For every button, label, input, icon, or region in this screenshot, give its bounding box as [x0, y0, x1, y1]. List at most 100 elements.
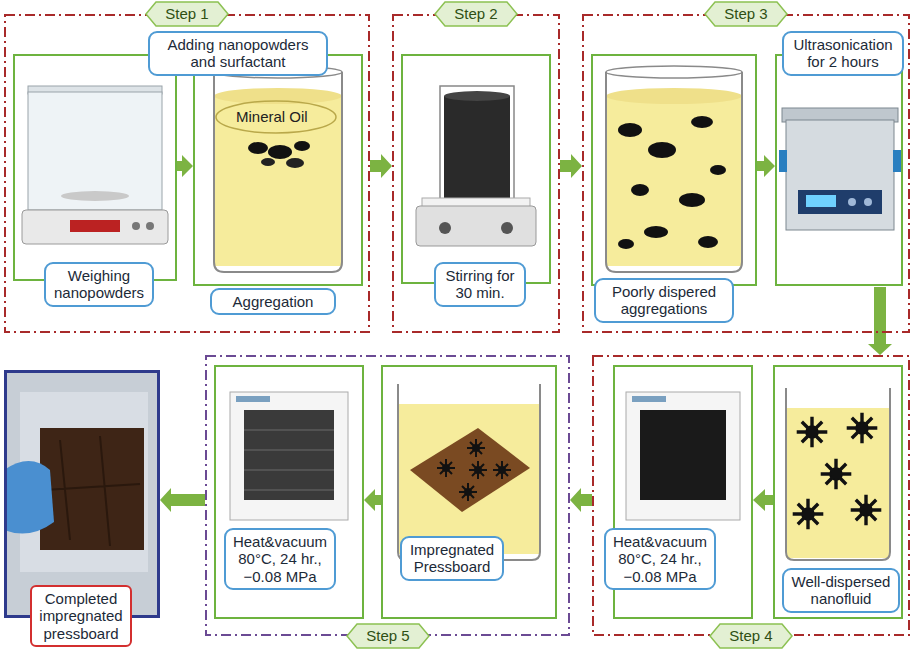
mineral-oil — [606, 96, 742, 266]
bath-button — [864, 198, 872, 206]
aggregate — [648, 142, 676, 158]
callout-text: Poorly dispered aggregations — [612, 283, 716, 317]
beaker-rim — [606, 66, 742, 78]
dash-dot-outline — [593, 356, 909, 635]
photo-frame — [14, 55, 176, 280]
step-group: Step 3Poorly dispered aggregationsUltras… — [582, 14, 910, 333]
pressboard-sample — [40, 428, 144, 550]
photo-frame — [402, 55, 550, 283]
stirrer-knob — [439, 222, 451, 234]
photo-frame — [592, 55, 756, 285]
oven-mesh — [244, 430, 334, 490]
callout-text: Well-dispersed nanofluid — [792, 573, 891, 607]
callout-text: Stirring for 30 min. — [445, 267, 514, 301]
flow-arrow — [160, 488, 205, 512]
callout-text: Adding nanopowders and surfactant — [168, 36, 309, 70]
step-group: Step 5Heat&vacuum 80°C, 24 hr., −0.08 MP… — [205, 355, 570, 636]
pressboard — [410, 428, 530, 512]
nanoparticle — [469, 461, 487, 479]
step-group: Step 2Stirring for 30 min. — [392, 14, 560, 333]
process-arrow — [177, 155, 193, 177]
oil-ellipse — [216, 101, 336, 133]
step-label: Step 2 — [434, 1, 518, 27]
aggregate — [698, 236, 718, 248]
nanoparticle — [797, 417, 828, 448]
balance-base — [22, 210, 168, 244]
bath-handle — [893, 150, 901, 172]
hexagon-outline — [710, 624, 792, 648]
bath-panel — [798, 190, 882, 214]
dash-dot-outline — [206, 356, 569, 635]
aggregate — [618, 123, 642, 137]
hexagon-outline — [347, 624, 429, 648]
callout-text: Completed impregnated pressboard — [39, 590, 122, 642]
step-group: Step 1Adding nanopowders and surfactantW… — [4, 14, 370, 333]
process-arrow — [753, 489, 773, 511]
bath-display — [806, 195, 836, 207]
arrow-shaft — [874, 287, 886, 333]
nanoparticle — [821, 459, 852, 490]
hexagon-outline — [146, 2, 228, 26]
step-badge: Step 3 — [704, 1, 788, 27]
group-border — [205, 355, 570, 636]
callout-box: Heat&vacuum 80°C, 24 hr., −0.08 MPa — [604, 528, 716, 590]
aggregate — [268, 145, 292, 159]
balance-shield — [28, 92, 162, 210]
callout-text: Aggregation — [233, 293, 314, 310]
step-label: Step 4 — [709, 623, 793, 649]
mineral-oil — [398, 404, 540, 554]
board-marks — [44, 436, 140, 546]
oven-body — [626, 392, 740, 520]
bath-handle — [779, 150, 787, 172]
nanoparticle — [437, 459, 455, 477]
oven-logo — [632, 396, 666, 402]
beaker-glass — [606, 72, 742, 272]
flow-arrow — [560, 154, 582, 178]
oil-surface — [606, 88, 742, 104]
step-label: Step 1 — [145, 1, 229, 27]
callout-box: Completed impregnated pressboard — [30, 585, 132, 647]
aggregate — [631, 184, 649, 196]
hexagon-outline — [705, 2, 787, 26]
oven-logo — [236, 396, 270, 402]
callout-box: Stirring for 30 min. — [434, 262, 526, 307]
step-label: Step 3 — [704, 1, 788, 27]
nanoparticle — [793, 499, 824, 530]
step-badge: Step 5 — [346, 623, 430, 649]
mineral-oil — [214, 96, 342, 266]
beaker-glass — [398, 384, 540, 560]
dash-dot-outline — [393, 15, 559, 332]
beaker-glass — [786, 388, 890, 560]
dash-dot-outline — [5, 15, 369, 332]
callout-box: Impregnated Pressboard — [400, 536, 504, 581]
step-badge: Step 1 — [145, 1, 229, 27]
balance-key — [132, 222, 140, 230]
callout-text: Weighing nanopowders — [54, 267, 144, 301]
aggregate — [294, 141, 310, 151]
callout-text: Ultrasonication for 2 hours — [793, 36, 892, 70]
photo-frame — [774, 366, 902, 618]
aggregate — [710, 165, 726, 175]
balance-key — [146, 222, 154, 230]
aggregate — [691, 116, 713, 128]
callout-box: Adding nanopowders and surfactant — [148, 31, 328, 76]
oven-window — [244, 410, 334, 500]
step-badge: Step 4 — [709, 623, 793, 649]
step-label: Step 5 — [346, 623, 430, 649]
liquid-surface — [444, 91, 510, 101]
beaker-glass — [440, 86, 514, 200]
callout-box: Aggregation — [210, 288, 336, 315]
flow-arrow — [868, 333, 892, 355]
aggregate — [261, 158, 275, 166]
oven-body — [230, 392, 348, 520]
aggregate — [679, 193, 705, 207]
callout-text: Heat&vacuum 80°C, 24 hr., −0.08 MPa — [233, 533, 327, 585]
nanofluid — [786, 408, 890, 558]
step-badge: Step 2 — [434, 1, 518, 27]
dash-dot-outline — [583, 15, 909, 332]
aggregate — [248, 142, 268, 154]
figure-label: Mineral Oil — [236, 108, 308, 126]
oven-window — [640, 410, 726, 500]
nanoparticle — [493, 461, 511, 479]
